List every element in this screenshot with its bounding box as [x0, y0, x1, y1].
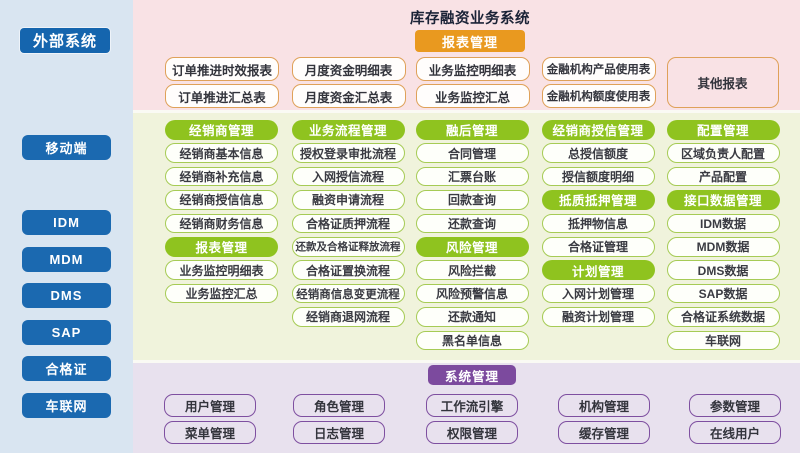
business-item: MDM数据	[666, 236, 780, 257]
business-subheader: 配置管理	[666, 120, 780, 140]
sidebar-item: IDM	[22, 210, 111, 235]
system-item: 用户管理	[164, 394, 256, 417]
system-item: 参数管理	[689, 394, 781, 417]
business-item: 合格证管理	[541, 236, 655, 257]
system-item: 机构管理	[558, 394, 650, 417]
system-column: 机构管理缓存管理	[558, 363, 650, 453]
business-item: 汇票台账	[415, 166, 529, 187]
business-subheader: 风险管理	[415, 236, 529, 257]
business-item: 合格证质押流程	[291, 213, 405, 234]
business-item: 黑名单信息	[415, 330, 529, 351]
business-item: 还款查询	[415, 213, 529, 234]
business-item: 风险拦截	[415, 260, 529, 280]
external-systems-header: 外部系统	[20, 28, 110, 53]
business-subheader: 业务流程管理	[291, 120, 405, 140]
business-item: 经销商补充信息	[165, 166, 278, 187]
report-management-header: 报表管理	[415, 30, 525, 52]
report-item: 订单推进时效报表	[165, 57, 279, 81]
business-item: 融资申请流程	[291, 190, 405, 210]
system-item: 菜单管理	[164, 421, 256, 444]
business-item: 合格证系统数据	[666, 307, 780, 327]
report-item: 月度资金汇总表	[291, 84, 406, 108]
business-item: 经销商基本信息	[165, 143, 278, 163]
business-item: 授信额度明细	[541, 166, 655, 187]
report-column: 月度资金明细表月度资金汇总表	[291, 0, 406, 110]
business-item: 风险预警信息	[415, 283, 529, 304]
business-subheader: 融后管理	[415, 120, 529, 140]
report-column: 业务监控明细表业务监控汇总	[415, 0, 530, 110]
business-item: DMS数据	[666, 260, 780, 280]
sidebar-item: 合格证	[22, 356, 111, 381]
business-item: 抵押物信息	[541, 213, 655, 234]
business-item: 融资计划管理	[541, 307, 655, 327]
business-item: 入网授信流程	[291, 166, 405, 187]
system-management-header: 系统管理	[428, 365, 516, 385]
report-item: 月度资金明细表	[291, 57, 406, 81]
system-column: 工作流引擎权限管理	[426, 363, 518, 453]
system-item: 在线用户	[689, 421, 781, 444]
report-item: 金融机构额度使用表	[541, 84, 656, 108]
report-column: 金融机构产品使用表金融机构额度使用表	[541, 0, 656, 110]
report-panel: 库存融资业务系统 报表管理 订单推进时效报表订单推进汇总表月度资金明细表月度资金…	[133, 0, 800, 110]
report-item-other: 其他报表	[666, 57, 779, 108]
business-subheader: 计划管理	[541, 260, 655, 280]
sidebar-item: 车联网	[22, 392, 111, 418]
sidebar-item: SAP	[22, 320, 111, 345]
business-subheader: 抵质抵押管理	[541, 190, 655, 210]
system-column: 用户管理菜单管理	[164, 363, 256, 453]
business-item: 区域负责人配置	[666, 143, 780, 163]
business-item: 授权登录审批流程	[291, 143, 405, 163]
business-column: 经销商管理经销商基本信息经销商补充信息经销商授信信息经销商财务信息报表管理业务监…	[165, 120, 278, 304]
system-item: 日志管理	[293, 421, 385, 444]
sidebar-item: 移动端	[22, 135, 111, 160]
business-modules-panel: 经销商管理经销商基本信息经销商补充信息经销商授信信息经销商财务信息报表管理业务监…	[133, 113, 800, 360]
business-item: 合同管理	[415, 143, 529, 163]
system-item: 角色管理	[293, 394, 385, 417]
external-systems-panel: 外部系统 移动端 IDM MDM DMS SAP 合格证车联网	[0, 0, 133, 453]
system-item: 缓存管理	[558, 421, 650, 444]
business-item: 经销商信息变更流程	[291, 283, 405, 304]
business-column: 经销商授信管理总授信额度授信额度明细抵质抵押管理抵押物信息合格证管理计划管理入网…	[541, 120, 655, 327]
business-item: 还款通知	[415, 307, 529, 327]
business-item: 业务监控明细表	[165, 260, 278, 280]
business-column: 融后管理合同管理汇票台账回款查询还款查询风险管理风险拦截风险预警信息还款通知黑名…	[415, 120, 529, 351]
business-item: 经销商财务信息	[165, 213, 278, 234]
business-item: SAP数据	[666, 283, 780, 304]
business-item: 回款查询	[415, 190, 529, 210]
sidebar-item: MDM	[22, 246, 111, 272]
business-item: 还款及合格证释放流程	[291, 236, 405, 257]
system-column: 角色管理日志管理	[293, 363, 385, 453]
report-item: 业务监控汇总	[415, 84, 530, 108]
report-item: 业务监控明细表	[415, 57, 530, 81]
report-item: 订单推进汇总表	[165, 84, 279, 108]
business-subheader: 经销商管理	[165, 120, 278, 140]
business-item: 总授信额度	[541, 143, 655, 163]
business-item: 业务监控汇总	[165, 283, 278, 304]
business-subheader: 接口数据管理	[666, 190, 780, 210]
business-item: 产品配置	[666, 166, 780, 187]
business-subheader: 经销商授信管理	[541, 120, 655, 140]
report-column: 订单推进时效报表订单推进汇总表	[165, 0, 279, 110]
page-title: 库存融资业务系统	[410, 11, 530, 27]
business-item: 车联网	[666, 330, 780, 351]
business-item: 合格证置换流程	[291, 260, 405, 280]
sidebar-item: DMS	[22, 283, 111, 308]
business-item: 经销商授信信息	[165, 190, 278, 210]
business-subheader: 报表管理	[165, 236, 278, 257]
system-item: 权限管理	[426, 421, 518, 444]
system-management-panel: 系统管理 用户管理菜单管理角色管理日志管理工作流引擎权限管理机构管理缓存管理参数…	[133, 363, 800, 453]
business-item: IDM数据	[666, 213, 780, 234]
business-item: 经销商退网流程	[291, 307, 405, 327]
business-item: 入网计划管理	[541, 283, 655, 304]
system-column: 参数管理在线用户	[689, 363, 781, 453]
system-item: 工作流引擎	[426, 394, 518, 417]
business-column: 业务流程管理授权登录审批流程入网授信流程融资申请流程合格证质押流程还款及合格证释…	[291, 120, 405, 327]
report-item: 金融机构产品使用表	[541, 57, 656, 81]
